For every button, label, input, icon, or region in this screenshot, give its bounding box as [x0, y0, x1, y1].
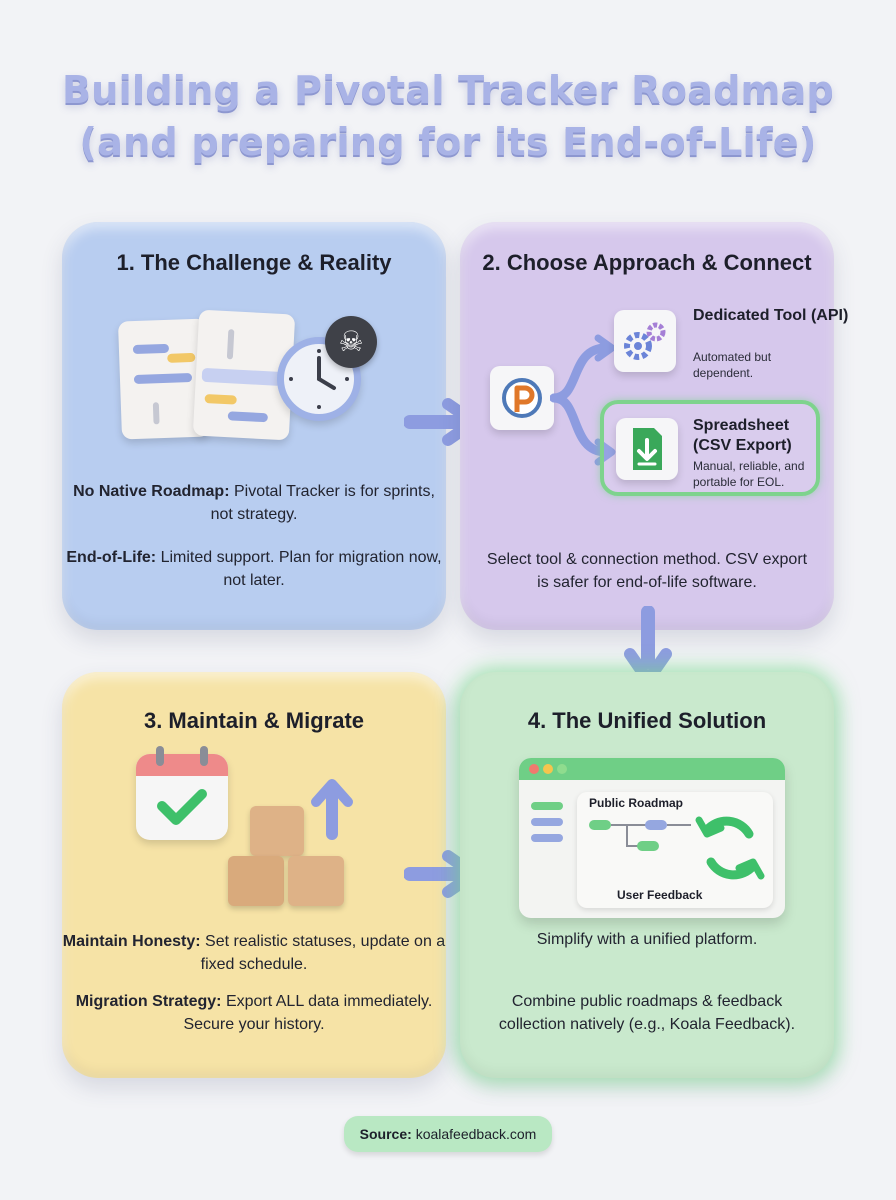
panel-maintain-item-2: Migration Strategy: Export ALL data imme…	[62, 990, 446, 1036]
skull-icon: ☠	[325, 316, 377, 368]
panel-approach-text: Select tool & connection method. CSV exp…	[486, 551, 808, 591]
panel-challenge-heading: 1. The Challenge & Reality	[116, 250, 392, 275]
calendar-ring	[200, 746, 208, 766]
source-label: Source:	[359, 1126, 412, 1142]
title-line-2: (and preparing for its End-of-Life)	[79, 120, 817, 164]
option-csv-title: Spreadsheet (CSV Export)	[693, 417, 792, 454]
panel-challenge: 1. The Challenge & Reality No Native Roa…	[62, 222, 446, 630]
calendar-ring	[156, 746, 164, 766]
panel-maintain-item-1: Maintain Honesty: Set realistic statuses…	[62, 930, 446, 976]
calendar-check-icon	[136, 754, 228, 840]
title-line-1: Building a Pivotal Tracker Roadmap	[62, 68, 834, 112]
window-label-user-feedback: User Feedback	[617, 888, 703, 902]
panel-unified-heading: 4. The Unified Solution	[527, 708, 767, 733]
item-text: Limited support. Plan for migration now,…	[160, 549, 442, 589]
up-arrow-icon	[311, 779, 353, 840]
item-text: Export ALL data immediately. Secure your…	[183, 993, 433, 1033]
panel-challenge-item-2: End-of-Life: Limited support. Plan for m…	[62, 546, 446, 592]
item-label: Migration Strategy:	[75, 993, 222, 1010]
panel-unified-text-2: Combine public roadmaps & feedback colle…	[498, 993, 796, 1033]
browser-window-icon: Public Roadmap User Feedback	[519, 758, 785, 918]
item-text: Pivotal Tracker is for sprints, not stra…	[210, 483, 435, 523]
option-dedicated-tool-subtitle: Automated but dependent.	[693, 350, 772, 380]
download-file-icon	[616, 418, 678, 480]
option-dedicated-tool-title: Dedicated Tool (API)	[693, 307, 849, 324]
panel-unified-text-1: Simplify with a unified platform.	[536, 931, 758, 948]
window-label-public-roadmap: Public Roadmap	[589, 796, 684, 810]
item-label: End-of-Life:	[66, 549, 157, 566]
source-value: koalafeedback.com	[415, 1126, 537, 1142]
roadmap-flow-icon	[589, 820, 691, 851]
pivotal-tracker-logo-icon	[490, 366, 554, 430]
panel-maintain-heading: 3. Maintain & Migrate	[143, 708, 365, 733]
item-label: Maintain Honesty:	[62, 933, 201, 950]
source-badge: Source: koalafeedback.com	[344, 1116, 552, 1152]
item-label: No Native Roadmap:	[73, 483, 230, 500]
panel-challenge-item-1: No Native Roadmap: Pivotal Tracker is fo…	[62, 480, 446, 526]
sync-arrows-icon	[695, 816, 765, 880]
page-title: Building a Pivotal Tracker Roadmap (and …	[0, 64, 896, 168]
gears-icon	[614, 310, 676, 372]
item-text: Set realistic statuses, update on a fixe…	[200, 933, 446, 973]
option-csv-subtitle: Manual, reliable, and portable for EOL.	[693, 459, 805, 489]
panel-approach-heading: 2. Choose Approach & Connect	[482, 250, 812, 275]
